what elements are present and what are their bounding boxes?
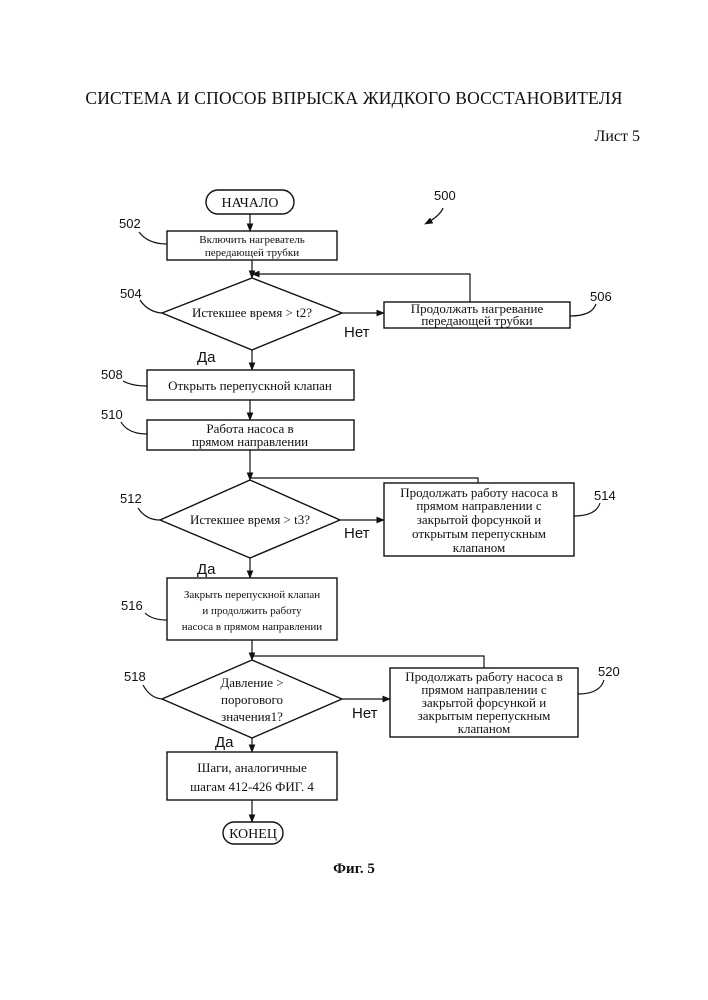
ref-leader — [138, 508, 160, 520]
ref-leader — [574, 503, 600, 516]
step-514: Продолжать работу насоса в прямом направ… — [384, 483, 616, 556]
ref-leader — [121, 422, 147, 434]
step-502-text: передающей трубки — [205, 247, 299, 259]
decision-504: Истекшее время > t2? 504 — [120, 278, 342, 350]
step-502-ref: 502 — [119, 216, 141, 231]
figure-ref-arrow — [425, 208, 443, 224]
decision-512-ref: 512 — [120, 491, 142, 506]
step-502: Включить нагреватель передающей трубки 5… — [119, 216, 337, 260]
ref-leader — [143, 685, 162, 699]
decision-504-text: Истекшее время > t2? — [192, 305, 312, 320]
end-terminal: КОНЕЦ — [223, 822, 283, 844]
start-terminal: НАЧАЛО — [206, 190, 294, 214]
ref-leader — [140, 300, 162, 313]
decision-504-ref: 504 — [120, 286, 142, 301]
figure-ref-number: 500 — [434, 188, 456, 203]
ref-leader — [578, 680, 604, 694]
loop-back-514 — [250, 478, 478, 483]
end-label: КОНЕЦ — [229, 827, 277, 842]
figure-caption: Фиг. 5 — [333, 861, 375, 877]
decision-518: Давление > порогового значения1? 518 — [124, 660, 342, 738]
start-label: НАЧАЛО — [222, 196, 279, 211]
ref-leader — [145, 613, 167, 620]
no-label: Нет — [344, 324, 370, 341]
ref-leader — [123, 381, 147, 386]
step-516-ref: 516 — [121, 598, 143, 613]
yes-label: Да — [215, 734, 234, 751]
step-516-text: Закрыть перепускной клапан — [184, 589, 320, 601]
no-label: Нет — [352, 705, 378, 722]
step-506-ref: 506 — [590, 289, 612, 304]
decision-518-text: значения1? — [221, 709, 283, 724]
step-510-ref: 510 — [101, 407, 123, 422]
ref-leader — [139, 232, 167, 244]
step-508: Открыть перепускной клапан 508 — [101, 367, 354, 400]
yes-label: Да — [197, 349, 216, 366]
step-516-text: насоса в прямом направлении — [182, 621, 323, 633]
step-520-ref: 520 — [598, 664, 620, 679]
step-516: Закрыть перепускной клапан и продолжить … — [121, 578, 337, 640]
step-final-text: шагам 412-426 ФИГ. 4 — [190, 779, 314, 794]
step-502-text: Включить нагреватель — [199, 234, 304, 246]
figure-reference: 500 — [425, 188, 456, 224]
step-516-text: и продолжить работу — [202, 605, 302, 617]
decision-512: Истекшее время > t3? 512 — [120, 480, 340, 558]
step-520-text: клапаном — [458, 721, 511, 736]
loop-back-520 — [252, 656, 484, 668]
no-label: Нет — [344, 525, 370, 542]
step-508-ref: 508 — [101, 367, 123, 382]
decision-518-text: Давление > — [220, 675, 283, 690]
step-514-text: открытым перепускным — [412, 526, 546, 541]
step-514-text: прямом направлении с — [416, 498, 542, 513]
step-506-text: передающей трубки — [421, 313, 532, 328]
ref-leader — [570, 304, 596, 316]
decision-518-ref: 518 — [124, 669, 146, 684]
step-final-text: Шаги, аналогичные — [197, 760, 307, 775]
step-514-text: закрытой форсункой и — [417, 512, 542, 527]
decision-518-text: порогового — [221, 692, 283, 707]
step-520: Продолжать работу насоса в прямом направ… — [390, 664, 620, 737]
step-510-text: прямом направлении — [192, 434, 308, 449]
decision-512-text: Истекшее время > t3? — [190, 512, 310, 527]
step-514-ref: 514 — [594, 488, 616, 503]
step-514-text: клапаном — [453, 540, 506, 555]
step-506: Продолжать нагревание передающей трубки … — [384, 289, 612, 328]
step-508-text: Открыть перепускной клапан — [168, 378, 332, 393]
step-final: Шаги, аналогичные шагам 412-426 ФИГ. 4 — [167, 752, 337, 800]
step-510: Работа насоса в прямом направлении 510 — [101, 407, 354, 450]
yes-label: Да — [197, 561, 216, 578]
